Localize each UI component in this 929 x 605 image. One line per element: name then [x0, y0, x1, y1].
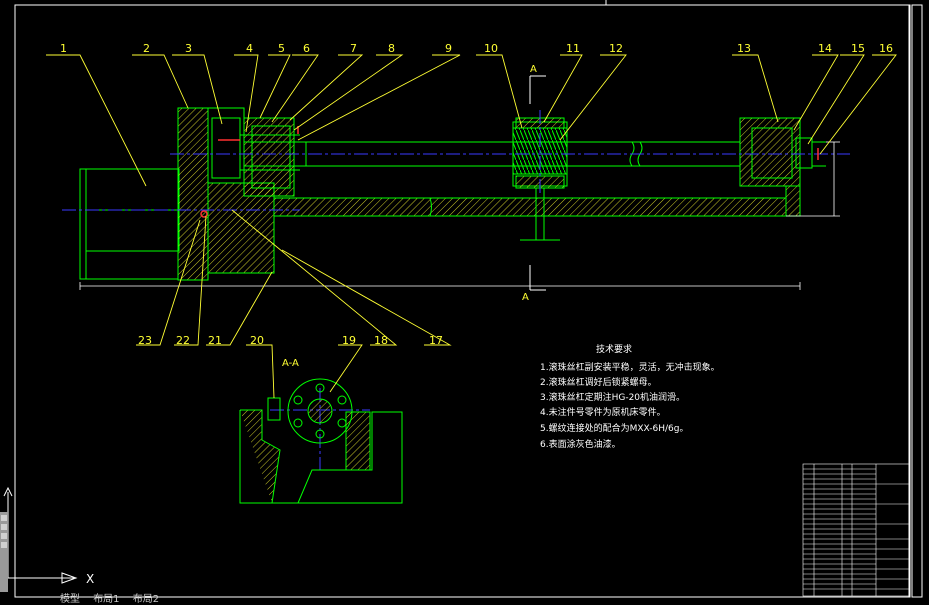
- part-label-15: 15: [851, 42, 865, 55]
- notes-item-1: 1.滚珠丝杠副安装平稳，灵活，无冲击现象。: [540, 361, 720, 373]
- part-label-3: 3: [185, 42, 192, 55]
- assembly-main-view: [79, 107, 826, 281]
- part-label-8: 8: [388, 42, 395, 55]
- part-label-14: 14: [818, 42, 832, 55]
- part-label-12: 12: [609, 42, 623, 55]
- toolbar-button-icon[interactable]: [1, 524, 7, 530]
- toolbar-button-icon[interactable]: [1, 515, 7, 521]
- tab-model[interactable]: 模型: [60, 594, 80, 605]
- leader-lines: [46, 54, 897, 399]
- part-label-13: 13: [737, 42, 751, 55]
- notes-item-2: 2.滚珠丝杠调好后锁紧螺母。: [540, 376, 657, 388]
- part-label-10: 10: [484, 42, 498, 55]
- tab-layout-2[interactable]: 布局2: [132, 594, 160, 605]
- toolbar-button-icon[interactable]: [1, 542, 7, 548]
- red-details: [200, 126, 819, 218]
- notes-item-4: 4.未注件号零件为原机床零件。: [540, 406, 666, 418]
- part-label-4: 4: [246, 42, 253, 55]
- section-title: A-A: [282, 358, 299, 369]
- part-label-11: 11: [566, 42, 580, 55]
- section-mark-top: A: [530, 64, 537, 75]
- technical-notes: 技术要求 1.滚珠丝杠副安装平稳，灵活，无冲击现象。 2.滚珠丝杠调好后锁紧螺母…: [540, 343, 720, 450]
- layout-tabs: 模型 布局1 布局2: [60, 590, 169, 605]
- notes-item-5: 5.螺纹连接处的配合为MXX-6H/6g。: [540, 422, 688, 434]
- part-label-23: 23: [138, 334, 152, 347]
- part-label-1: 1: [60, 42, 67, 55]
- drawing-frame: [14, 0, 923, 598]
- ucs-icon: [3, 486, 78, 584]
- part-label-17: 17: [429, 334, 443, 347]
- part-label-21: 21: [208, 334, 222, 347]
- part-label-9: 9: [445, 42, 452, 55]
- part-label-18: 18: [374, 334, 388, 347]
- tab-layout-1[interactable]: 布局1: [93, 594, 120, 605]
- part-label-7: 7: [350, 42, 357, 55]
- title-block: [802, 463, 910, 597]
- part-label-22: 22: [176, 334, 190, 347]
- section-mark-bottom: A: [522, 292, 529, 303]
- notes-item-3: 3.滚珠丝杠定期注HG-20机油润滑。: [540, 391, 685, 403]
- part-label-19: 19: [342, 334, 356, 347]
- part-label-6: 6: [303, 42, 310, 55]
- part-label-16: 16: [879, 42, 893, 55]
- left-toolbar[interactable]: [0, 512, 8, 592]
- section-cut-markers: [529, 75, 546, 291]
- part-labels: 1 2 3 4 5 6 7 8 9 10 11 12 13 14 15 16 1…: [60, 42, 893, 347]
- part-label-2: 2: [143, 42, 150, 55]
- notes-title: 技术要求: [596, 343, 632, 355]
- section-a-a-view: [239, 378, 403, 504]
- dimension-lines: [79, 141, 840, 290]
- part-label-20: 20: [250, 334, 264, 347]
- ucs-x-label: X: [86, 572, 94, 586]
- toolbar-button-icon[interactable]: [1, 533, 7, 539]
- notes-item-6: 6.表面涂灰色油漆。: [540, 438, 621, 450]
- part-label-5: 5: [278, 42, 285, 55]
